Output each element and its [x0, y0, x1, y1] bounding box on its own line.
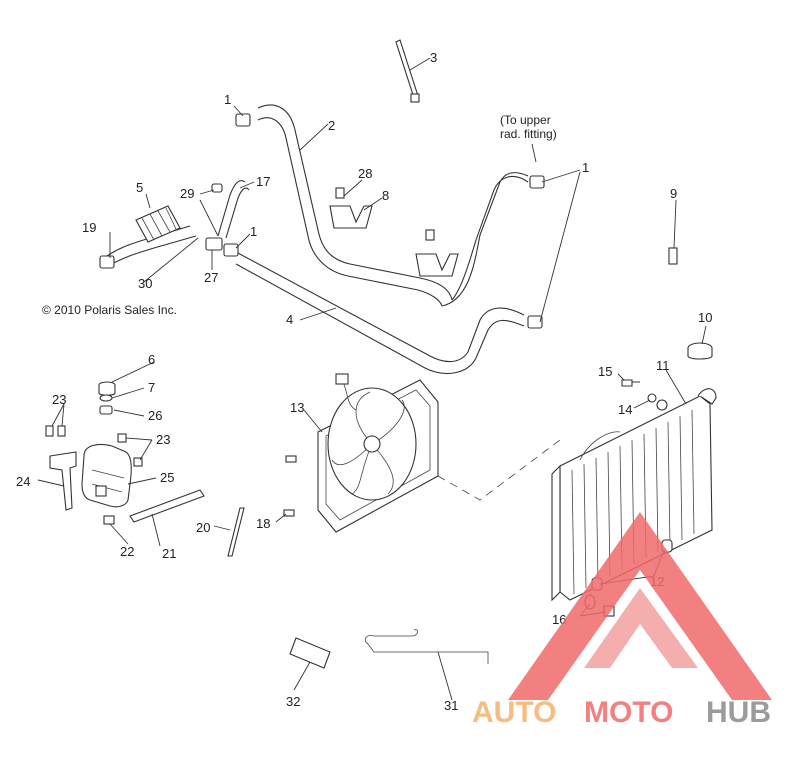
radiator-11 — [551, 388, 717, 602]
note-upper-rad-fitting-line2: rad. fitting) — [500, 127, 557, 141]
watermark-text-moto: MOTO — [584, 696, 673, 729]
callout-23-right: 23 — [156, 432, 170, 447]
fitting-22 — [103, 515, 115, 525]
watermark-triangle-icon — [508, 512, 772, 700]
clamp-1-mid — [223, 243, 239, 257]
callout-32: 32 — [286, 694, 300, 709]
bleeder-9 — [668, 247, 678, 265]
callout-13: 13 — [290, 400, 304, 415]
alignment-dashline — [437, 439, 561, 501]
callout-6: 6 — [148, 352, 155, 367]
hose-2 — [257, 104, 529, 307]
callout-23-left: 23 — [52, 392, 66, 407]
screw-18-upper — [285, 455, 297, 463]
callout-15: 15 — [598, 364, 612, 379]
callout-10: 10 — [698, 310, 712, 325]
bracket-24 — [49, 451, 77, 511]
bracket-clamp-8 — [329, 187, 373, 229]
cable-tie-3 — [395, 39, 420, 103]
clamp-1-upper-left — [235, 113, 251, 127]
fan-shroud-13 — [317, 373, 439, 533]
sleeve-5 — [135, 205, 181, 243]
callout-9: 9 — [670, 186, 677, 201]
fitting-29 — [211, 183, 223, 193]
bolt-15 — [621, 379, 640, 387]
cable-tie-20 — [227, 507, 245, 557]
callout-labels: 1 2 3 1 1 5 29 17 19 30 27 28 8 9 4 10 1… — [16, 50, 712, 713]
callout-4: 4 — [286, 312, 293, 327]
callout-8: 8 — [382, 188, 389, 203]
callout-1-mid: 1 — [250, 224, 257, 239]
callout-22: 22 — [120, 544, 134, 559]
callout-17: 17 — [256, 174, 270, 189]
note-upper-rad-fitting-line1: (To upper — [500, 113, 551, 127]
reservoir-cap-6 — [98, 381, 116, 396]
hose-4 — [235, 251, 525, 374]
callout-30: 30 — [138, 276, 152, 291]
callout-18: 18 — [256, 516, 270, 531]
callout-1: 1 — [224, 92, 231, 107]
screw-18-lower — [283, 509, 295, 517]
callout-20: 20 — [196, 520, 210, 535]
screws-23-left — [45, 425, 66, 437]
copyright-notice: © 2010 Polaris Sales Inc. — [42, 303, 177, 317]
bracket-clamp-lower — [415, 229, 459, 277]
callout-21: 21 — [162, 546, 176, 561]
watermark-logo: AUTO MOTO HUB — [472, 512, 772, 729]
clamp-1-upper-right — [529, 175, 545, 189]
callout-27: 27 — [204, 270, 218, 285]
callout-29: 29 — [180, 186, 194, 201]
clamp-27 — [205, 237, 223, 251]
callout-24: 24 — [16, 474, 30, 489]
washers-14 — [647, 393, 668, 411]
callout-25: 25 — [160, 470, 174, 485]
watermark-text-auto: AUTO — [472, 696, 556, 729]
radiator-cap-10 — [687, 342, 713, 360]
callout-7: 7 — [148, 380, 155, 395]
hose-17 — [217, 179, 250, 239]
callout-31: 31 — [444, 698, 458, 713]
clamp-1-lower-right — [527, 315, 543, 329]
clamp-30 — [99, 255, 115, 269]
adapter-26 — [99, 405, 113, 415]
reservoir-25 — [81, 443, 132, 508]
watermark-inner-triangle-icon — [584, 588, 698, 668]
o-ring-7 — [99, 394, 113, 402]
callout-3: 3 — [430, 50, 437, 65]
watermark-text-hub: HUB — [706, 696, 771, 729]
callout-5: 5 — [136, 180, 143, 195]
callout-2: 2 — [328, 118, 335, 133]
callout-28: 28 — [358, 166, 372, 181]
callout-1-right: 1 — [582, 160, 589, 175]
rod-31 — [364, 629, 489, 664]
callout-11: 11 — [656, 358, 670, 373]
callout-26: 26 — [148, 408, 162, 423]
label-32 — [289, 637, 331, 669]
overflow-tube-21 — [129, 489, 205, 523]
callout-19: 19 — [82, 220, 96, 235]
callout-14: 14 — [618, 402, 632, 417]
